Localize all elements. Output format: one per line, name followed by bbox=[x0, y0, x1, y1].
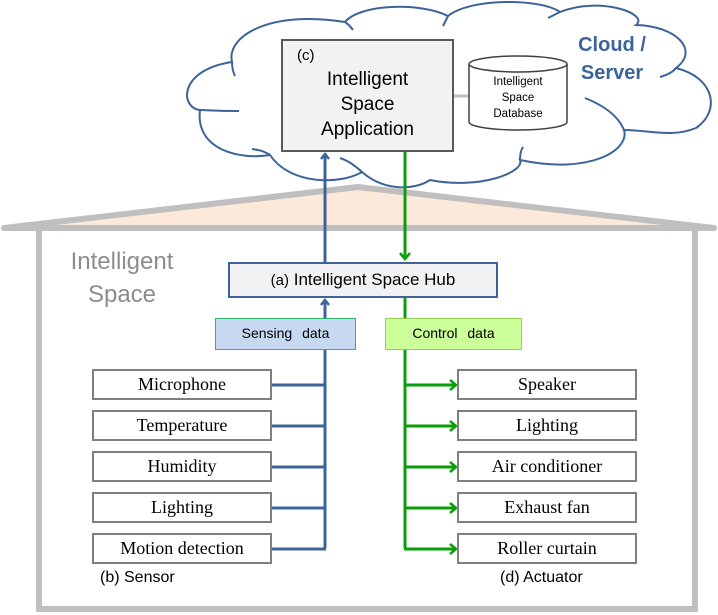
actuator-branches bbox=[404, 379, 458, 555]
cloud-shape bbox=[186, 1, 712, 189]
hub-title: Intelligent Space Hub bbox=[293, 270, 456, 289]
actuator-item: Lighting bbox=[457, 410, 637, 441]
roof-outline bbox=[1, 184, 717, 231]
hub-tag: (a) bbox=[270, 272, 289, 289]
application-title: Intelligent Space Application bbox=[321, 69, 414, 140]
control-data-label: Control data bbox=[385, 318, 522, 350]
sensor-item: Microphone bbox=[92, 369, 272, 400]
application-tag: (c) bbox=[297, 47, 315, 64]
sensor-item: Humidity bbox=[92, 451, 272, 482]
database-icon bbox=[468, 55, 568, 131]
actuator-item: Exhaust fan bbox=[457, 492, 637, 523]
intelligent-space-label: Intelligent Space bbox=[70, 248, 174, 308]
cloud-label: Cloud / Server bbox=[578, 34, 646, 84]
sensor-item: Motion detection bbox=[92, 533, 272, 564]
sensor-item: Temperature bbox=[92, 410, 272, 441]
database-label: Intelligent Space Database bbox=[493, 76, 543, 120]
actuator-caption: (d) Actuator bbox=[500, 569, 583, 586]
sensor-item: Lighting bbox=[92, 492, 272, 523]
sensing-data-label: Sensing data bbox=[215, 318, 356, 350]
actuator-item: Air conditioner bbox=[457, 451, 637, 482]
sensor-branches bbox=[272, 383, 326, 551]
application-box: (c) Intelligent Space Application bbox=[281, 39, 454, 152]
actuator-item: Speaker bbox=[457, 369, 637, 400]
sensor-caption: (b) Sensor bbox=[100, 569, 175, 586]
roof-fill bbox=[40, 187, 690, 226]
actuator-item: Roller curtain bbox=[457, 533, 637, 564]
house-walls bbox=[36, 228, 698, 612]
hub-box: (a) Intelligent Space Hub bbox=[228, 262, 498, 298]
